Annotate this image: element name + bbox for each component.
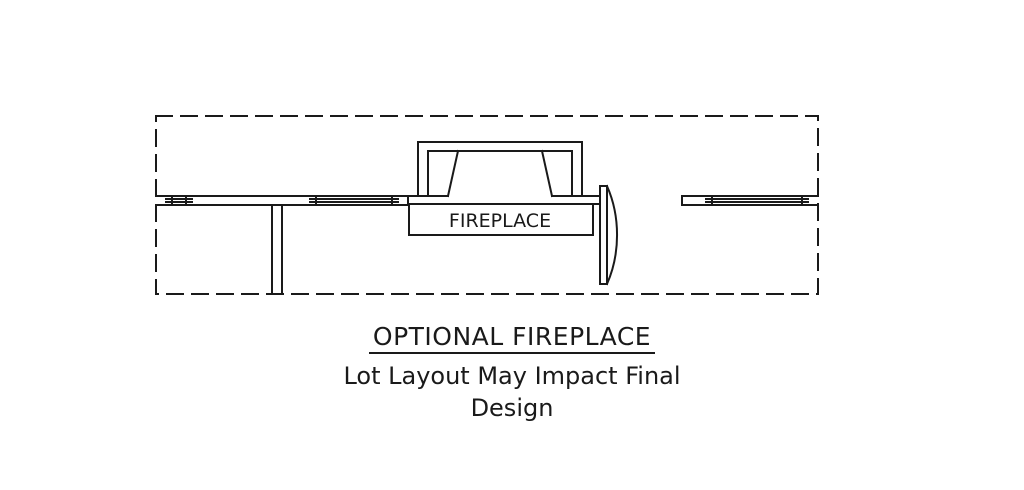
fireplace-hearth bbox=[408, 203, 594, 236]
caption-title-text: OPTIONAL FIREPLACE bbox=[368, 322, 656, 354]
caption-title: OPTIONAL FIREPLACE bbox=[0, 322, 1024, 354]
partition-walls bbox=[271, 204, 283, 295]
caption-note-line-1: Lot Layout May Impact Final bbox=[343, 362, 681, 390]
fireplace-label: FIREPLACE bbox=[449, 210, 551, 232]
window-center-left bbox=[309, 195, 399, 206]
caption-note-line-2: Design bbox=[470, 394, 554, 422]
door-swing bbox=[599, 184, 683, 286]
fireplace-chimney bbox=[407, 141, 601, 205]
window-right bbox=[705, 195, 809, 206]
window-left bbox=[165, 195, 193, 206]
